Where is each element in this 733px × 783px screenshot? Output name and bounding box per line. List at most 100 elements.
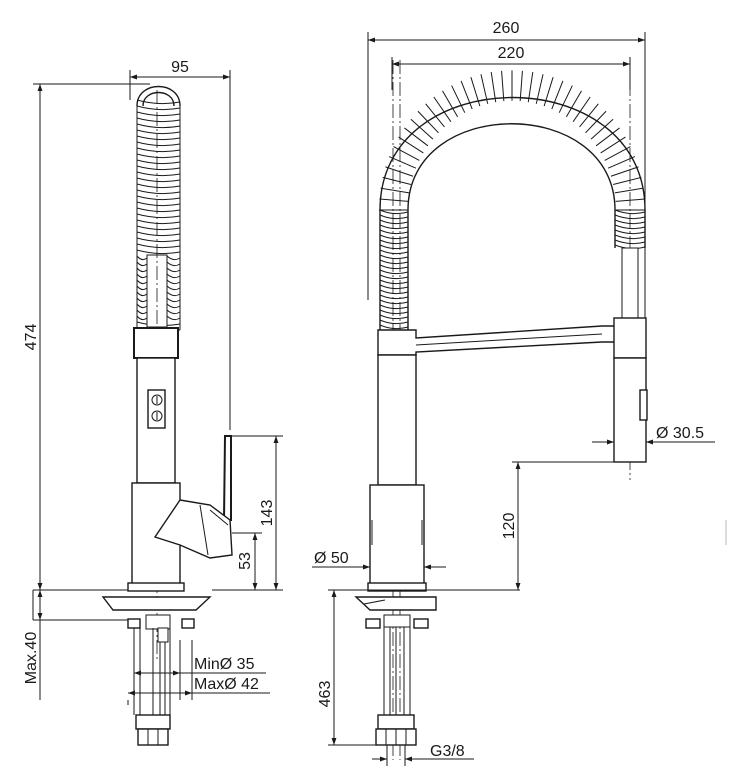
spring-coil-turn [136,171,181,177]
spring-coil-turn [379,299,409,305]
spring-coil-turn [136,213,181,219]
spring-coil-turn [379,254,409,260]
spring-coil-turn [543,77,554,107]
spring-coil-turn [614,224,646,230]
spring-coil-turn [136,123,181,129]
spring-coil-turn [136,285,148,291]
spring-coil-turn [136,261,148,267]
spring-coil-turn [379,289,409,295]
front-thread-label: G3/8 [430,743,465,760]
spring-coil-turn [136,117,181,123]
spring-coil-turn [136,141,181,147]
spring-coil-turn [614,187,644,194]
front-spray-diameter-label: Ø 30.5 [656,425,704,442]
spring-coil-turn [470,77,481,107]
spring-coil-turn [519,70,523,102]
spring-coil-turn [433,96,452,122]
spring-coil-turn [166,261,181,267]
spring-coil-turn [379,224,409,230]
spring-coil-turn [136,135,181,141]
spring-coil-turn [136,219,181,225]
spring-coil-turn [379,319,409,325]
dimension-hole-diameter: MinØ 35 MaxØ 42 [127,640,270,705]
spring-coil-turn [379,219,409,225]
spring-coil-turn [379,259,409,265]
spring-coil-turn [614,209,646,215]
spring-coil-turn [379,264,409,270]
dimension-width-95: 95 [129,59,231,430]
spring-coil-turn [136,309,148,315]
front-hose-length-label: 463 [317,681,334,708]
spring-coil-turn [380,187,410,194]
spring-coil-turn [136,231,181,237]
dimension-lever-53: 53 [232,532,262,590]
spring-coil-turn [379,309,409,315]
spring-coil-turn [480,74,489,104]
spring-coil-turn [136,297,148,303]
spring-coil-turn [136,99,181,105]
dimension-handle-143: 143 [212,435,283,591]
spring-coil-turn [379,279,409,285]
spring-coil-turn [136,237,181,243]
spring-coil-turn [166,273,181,279]
front-spray-hose [621,247,639,319]
spring-coil-turn [379,244,409,250]
spring-coil-turn [425,103,445,128]
front-spray-clearance-label: 120 [501,513,518,540]
spring-coil-turn [590,118,614,140]
front-column [377,354,417,486]
spring-coil-turn [379,214,409,220]
side-mounting-hardware [127,614,195,746]
spring-coil-turn [136,255,148,261]
spring-coil-turn [558,85,573,113]
spring-coil-turn [460,80,473,110]
spring-coil-turn [600,136,626,154]
spring-coil-turn [136,207,181,213]
front-spring-arc [379,70,646,330]
side-spring-coil [136,85,181,333]
spring-coil-turn [379,284,409,290]
spring-coil-turn [379,324,409,330]
dimension-clearance-120: 120 [501,461,614,590]
spring-coil-turn [136,159,181,165]
side-deck-thickness-label: Max.40 [23,632,40,685]
spring-coil-turn [379,274,409,280]
spring-coil-turn [451,85,466,113]
spring-coil-turn [614,229,646,235]
spring-coil-turn [410,118,434,140]
front-arc-width-label: 220 [498,45,525,62]
spring-coil-turn [136,201,181,207]
spring-coil-turn [501,70,505,102]
spring-coil-turn [388,156,417,169]
spring-coil-turn [166,279,181,285]
spring-coil-turn [136,189,181,195]
spring-coil-turn [417,110,439,134]
side-lever-handle [153,435,233,559]
side-hole-max-label: MaxØ 42 [194,676,259,693]
spring-coil-turn [166,309,181,315]
dimension-deck-max40: Max.40 [23,590,128,700]
side-hole-min-label: MinØ 35 [194,656,255,673]
spring-coil-turn [136,153,181,159]
front-arm [377,325,627,356]
front-spray-head [613,317,648,463]
spring-coil-turn [379,198,409,202]
spring-coil-turn [136,183,181,189]
spring-coil-turn [613,176,642,185]
dimension-thread-g38: G3/8 [372,743,474,766]
spring-coil-turn [607,156,636,169]
dimension-hose-463: 463 [317,589,378,746]
spring-coil-turn [136,165,181,171]
spring-coil-turn [379,304,409,310]
spring-coil-turn [379,294,409,300]
spring-coil-turn [382,176,411,185]
front-base [330,582,520,611]
spring-coil-turn [136,315,148,321]
dimension-body-diameter: Ø 50 [312,550,446,570]
front-body-diameter-label: Ø 50 [314,550,349,567]
spring-coil-turn [166,267,181,273]
spring-coil-turn [379,314,409,320]
spring-coil-turn [379,239,409,245]
spring-coil-turn [379,269,409,275]
